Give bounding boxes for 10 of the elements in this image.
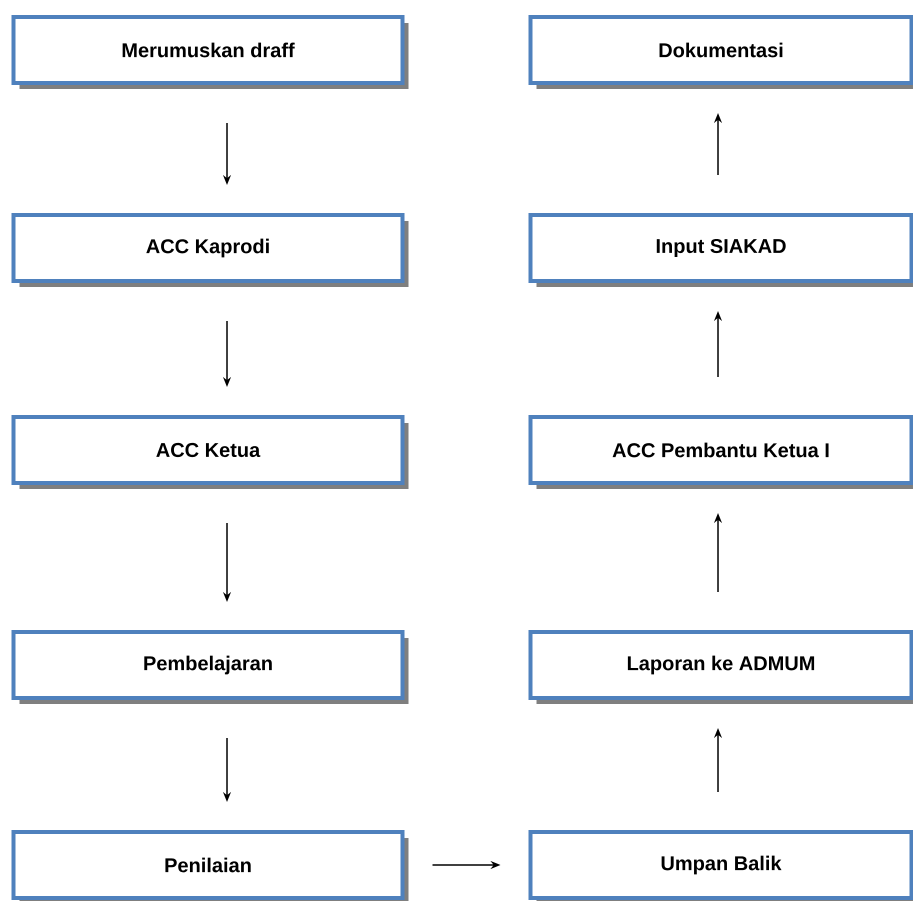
process-box: Merumuskan draff — [12, 15, 408, 89]
process-box: Dokumentasi — [528, 15, 913, 89]
process-box: ACC Kaprodi — [12, 213, 408, 287]
process-box: Laporan ke ADMUM — [528, 630, 913, 704]
process-box: Input SIAKAD — [528, 213, 913, 287]
process-box: Umpan Balik — [528, 830, 913, 901]
process-box: ACC Ketua — [12, 415, 408, 489]
process-box: Pembelajaran — [12, 630, 408, 704]
process-box: Penilaian — [12, 830, 408, 901]
process-box: ACC Pembantu Ketua I — [528, 415, 913, 489]
